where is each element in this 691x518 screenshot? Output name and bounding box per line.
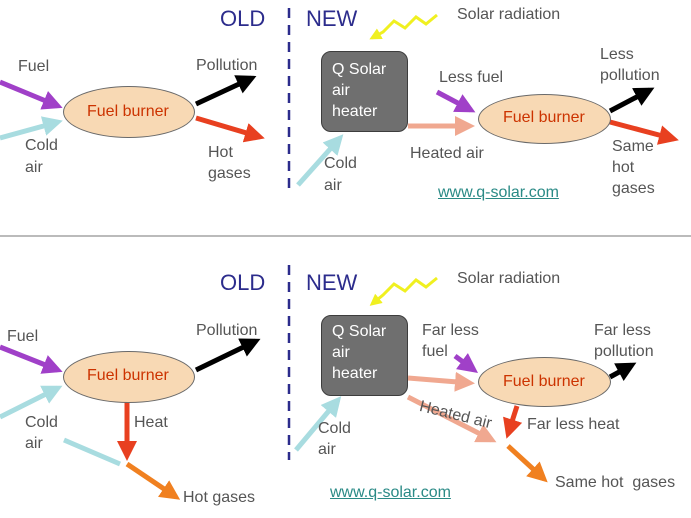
bottom-old-hot-gases-arrow (125, 461, 181, 500)
bottom-new-header: NEW (306, 270, 358, 295)
top-less-fuel-label: Less fuel (439, 69, 504, 86)
top-old-hot-gas-arrow (195, 115, 265, 143)
bottom-old-pollution-arrow (194, 338, 261, 373)
bottom-old-fuel-label: Fuel (7, 328, 39, 345)
bottom-old-cold-air-label-2: air (25, 435, 43, 452)
bottom-new-hot-gases-arrow (506, 444, 548, 483)
top-new-cold-air-arrow (296, 134, 344, 187)
bottom-solar-radiation-squiggle (369, 276, 438, 306)
top-new-cold-air-label-1: Cold (324, 155, 357, 172)
bottom-far-less-fuel-label-2: fuel (422, 343, 448, 360)
top-less-pollution-label-2: pollution (600, 67, 660, 84)
bottom-old-header: OLD (220, 270, 266, 295)
top-heater-label-1: Q Solar (332, 61, 387, 78)
bottom-old-air-to-heat-line (63, 437, 121, 467)
bottom-new-heated-air-arrow (407, 371, 475, 392)
top-old-fuel-arrow (0, 79, 63, 110)
bottom-far-less-fuel-label-1: Far less (422, 322, 479, 339)
top-new-cold-air-label-2: air (324, 177, 342, 194)
top-heater-label-2: air (332, 82, 350, 99)
bottom-old-fuel-arrow (0, 344, 63, 374)
bottom-q-solar-air-heater (321, 315, 408, 396)
top-new-pollution-arrow (608, 87, 655, 114)
top-new-fuel-burner (478, 94, 611, 144)
top-new-hot-gas-arrow (609, 119, 679, 145)
top-old-fuel-burner (63, 86, 195, 138)
bottom-new-fuel-arrow (453, 353, 479, 373)
top-solar-radiation-squiggle (369, 13, 438, 40)
top-old-cold-air-label-2: air (25, 159, 43, 176)
top-old-cold-air-arrow (0, 116, 63, 141)
top-solar-radiation-label: Solar radiation (457, 6, 561, 23)
top-old-pollution-arrow (194, 75, 257, 107)
bottom-new-cold-air-label-2: air (318, 441, 336, 458)
top-website-link[interactable]: www.q-solar.com (438, 184, 559, 201)
bottom-new-fuel-burner (478, 357, 611, 407)
bottom-new-cold-air-arrow (294, 396, 342, 452)
top-new-header: NEW (306, 6, 358, 31)
bottom-old-cold-air-label-1: Cold (25, 414, 58, 431)
bottom-old-cold-air-arrow (0, 385, 63, 420)
bottom-far-less-pollution-label-1: Far less (594, 322, 651, 339)
bottom-new-heated-air-branch-arrow (406, 394, 497, 443)
bottom-old-pollution-label: Pollution (196, 322, 258, 339)
bottom-heater-label-1: Q Solar (332, 323, 387, 340)
bottom-far-less-pollution-label-2: pollution (594, 343, 654, 360)
bottom-solar-radiation-label: Solar radiation (457, 270, 561, 287)
top-old-hot-gases-label-2: gases (208, 165, 251, 182)
top-q-solar-air-heater (321, 51, 408, 132)
bottom-website-link[interactable]: www.q-solar.com (330, 484, 451, 501)
top-same-hot-gases-label-3: gases (612, 180, 655, 197)
top-old-fuel-label: Fuel (18, 58, 50, 75)
top-new-fuel-arrow (435, 89, 476, 113)
bottom-same-hot-gases-label: Same hot gases (555, 474, 676, 491)
top-old-fuel-burner-label: Fuel burner (87, 103, 169, 120)
bottom-new-heat-arrow (503, 405, 523, 439)
bottom-new-fuel-burner-label: Fuel burner (503, 373, 585, 390)
bottom-old-fuel-burner-label: Fuel burner (87, 367, 169, 384)
top-heated-air-label: Heated air (410, 145, 484, 162)
bottom-far-less-heat-label: Far less heat (527, 416, 620, 433)
top-old-hot-gases-label-1: Hot (208, 144, 233, 161)
top-same-hot-gases-label-2: hot (612, 159, 635, 176)
bottom-old-hot-gases-label: Hot gases (183, 489, 256, 506)
top-new-fuel-burner-label: Fuel burner (503, 109, 585, 126)
bottom-new-cold-air-label-1: Cold (318, 420, 351, 437)
bottom-old-heat-label: Heat (134, 414, 168, 431)
bottom-old-fuel-burner (63, 351, 195, 403)
bottom-heater-label-3: heater (332, 365, 378, 382)
bottom-new-pollution-arrow (608, 362, 637, 381)
top-heater-label-3: heater (332, 103, 378, 120)
top-old-header: OLD (220, 6, 266, 31)
bottom-heater-label-2: air (332, 344, 350, 361)
top-less-pollution-label-1: Less (600, 46, 634, 63)
top-old-pollution-label: Pollution (196, 57, 258, 74)
top-old-cold-air-label-1: Cold (25, 137, 58, 154)
top-same-hot-gases-label-1: Same (612, 138, 654, 155)
